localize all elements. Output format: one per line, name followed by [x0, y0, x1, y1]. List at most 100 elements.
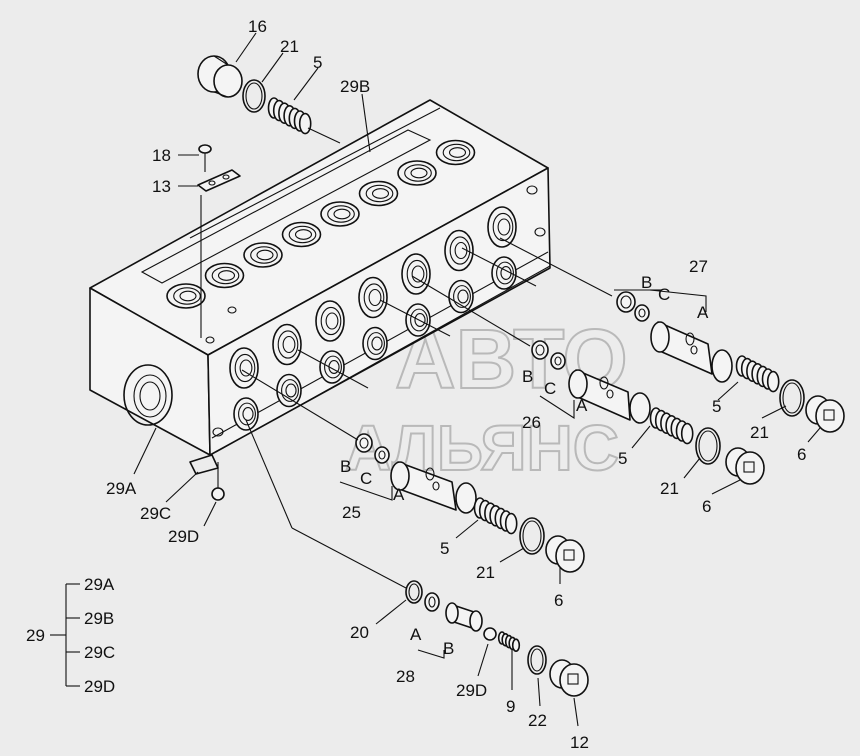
top-port-2	[204, 262, 245, 289]
label-26: 26	[522, 413, 541, 432]
ball-29D-upper	[211, 487, 225, 501]
top-port-3	[243, 242, 283, 268]
label-21-right-middle: 21	[660, 479, 679, 498]
plug-16	[197, 55, 243, 98]
top-port-5	[320, 201, 360, 227]
label-29D: 29D	[168, 527, 199, 546]
top-face-ports	[166, 139, 476, 309]
part-28A	[424, 592, 440, 612]
label-29B: 29B	[340, 77, 370, 96]
label-21-top: 21	[280, 37, 299, 56]
legend-item-29A: 29A	[84, 575, 115, 594]
watermark-line2: АЛЬЯНС	[345, 412, 619, 484]
label-27C: C	[658, 285, 670, 304]
legend-item-29B: 29B	[84, 609, 114, 628]
label-25B: B	[340, 457, 351, 476]
spring-5-top	[267, 97, 312, 135]
o-ring-21-b	[779, 379, 805, 417]
legend-item-29C: 29C	[84, 643, 115, 662]
screw-18	[198, 144, 212, 172]
ball-29D-lower	[483, 627, 497, 641]
label-21-right-upper: 21	[750, 423, 769, 442]
spring-5-right-middle	[649, 407, 694, 445]
front-port-lower-1	[233, 397, 259, 431]
label-27A: A	[697, 303, 709, 322]
label-20: 20	[350, 623, 369, 642]
label-26B: B	[522, 367, 533, 386]
label-26A: A	[576, 396, 588, 415]
label-6-lower: 6	[554, 591, 563, 610]
front-port-upper-1	[229, 347, 259, 389]
tag-plate-13	[197, 169, 241, 192]
top-port-7	[397, 160, 437, 186]
assembly-27	[616, 291, 733, 383]
spring-5-lower	[473, 497, 518, 535]
block-small-holes	[205, 185, 546, 437]
plate-29C	[189, 454, 219, 475]
top-port-4	[281, 221, 322, 248]
label-25: 25	[342, 503, 361, 522]
plug-6-a	[805, 395, 845, 433]
label-28B: B	[443, 639, 454, 658]
label-21-lower: 21	[476, 563, 495, 582]
front-port-upper-5	[401, 253, 431, 295]
front-port-lower-3	[319, 350, 345, 384]
label-18: 18	[152, 146, 171, 165]
spring-9	[497, 631, 521, 653]
spring-c-coil-7	[680, 422, 694, 445]
label-29D-lower: 29D	[456, 681, 487, 700]
spring-9-coil-5	[511, 638, 521, 653]
label-27B: B	[641, 273, 652, 292]
end-port-29A	[123, 364, 173, 426]
assembly-26	[531, 340, 651, 424]
label-leaders	[133, 32, 821, 727]
front-port-upper-3	[315, 300, 345, 342]
o-ring-22	[527, 645, 547, 675]
label-27: 27	[689, 257, 708, 276]
label-16: 16	[248, 17, 267, 36]
block-top-groove	[140, 129, 432, 284]
label-12: 12	[570, 733, 589, 752]
label-9: 9	[506, 697, 515, 716]
label-28: 28	[396, 667, 415, 686]
o-ring-20	[405, 580, 423, 604]
legend-tree: 29 29A 29B 29C 29D	[26, 575, 115, 696]
front-port-upper-6	[444, 229, 474, 272]
o-ring-21-c	[695, 427, 721, 465]
top-port-8	[435, 139, 476, 166]
label-29A: 29A	[106, 479, 137, 498]
label-6-right-middle: 6	[702, 497, 711, 516]
spring-top-coil-7	[298, 112, 312, 135]
label-5-right-middle: 5	[618, 449, 627, 468]
legend-item-29D: 29D	[84, 677, 115, 696]
plug-12	[549, 659, 589, 697]
spring-5-right-upper	[735, 355, 780, 393]
label-22: 22	[528, 711, 547, 730]
spring-b-coil-7	[766, 370, 780, 393]
label-26C: C	[544, 379, 556, 398]
assembly-25	[355, 433, 477, 514]
label-5-top: 5	[313, 53, 322, 72]
legend-root: 29	[26, 626, 45, 645]
front-port-upper-7	[487, 206, 517, 248]
watermark: АВТО АЛЬЯНС	[344, 311, 629, 485]
front-port-upper-2	[272, 323, 302, 366]
leader-5-top	[307, 127, 341, 144]
top-port-1	[166, 283, 206, 309]
o-ring-21-d	[519, 517, 545, 555]
part-labels: 16 21 5 29B 18 13 27 B C A B C A 26 5 21…	[106, 17, 806, 752]
spring-d-coil-7	[504, 512, 518, 535]
label-29C: 29C	[140, 504, 171, 523]
label-28A: A	[410, 625, 422, 644]
label-6-right-upper: 6	[797, 445, 806, 464]
axis-lines	[217, 237, 613, 589]
front-port-lower-7	[491, 256, 517, 290]
front-face-ports-lower	[233, 256, 517, 431]
block-top-edge-line	[189, 107, 441, 239]
label-25C: C	[360, 469, 372, 488]
plug-6-c	[545, 535, 585, 573]
o-ring-21-top	[242, 79, 266, 113]
plug-6-b	[725, 447, 765, 485]
